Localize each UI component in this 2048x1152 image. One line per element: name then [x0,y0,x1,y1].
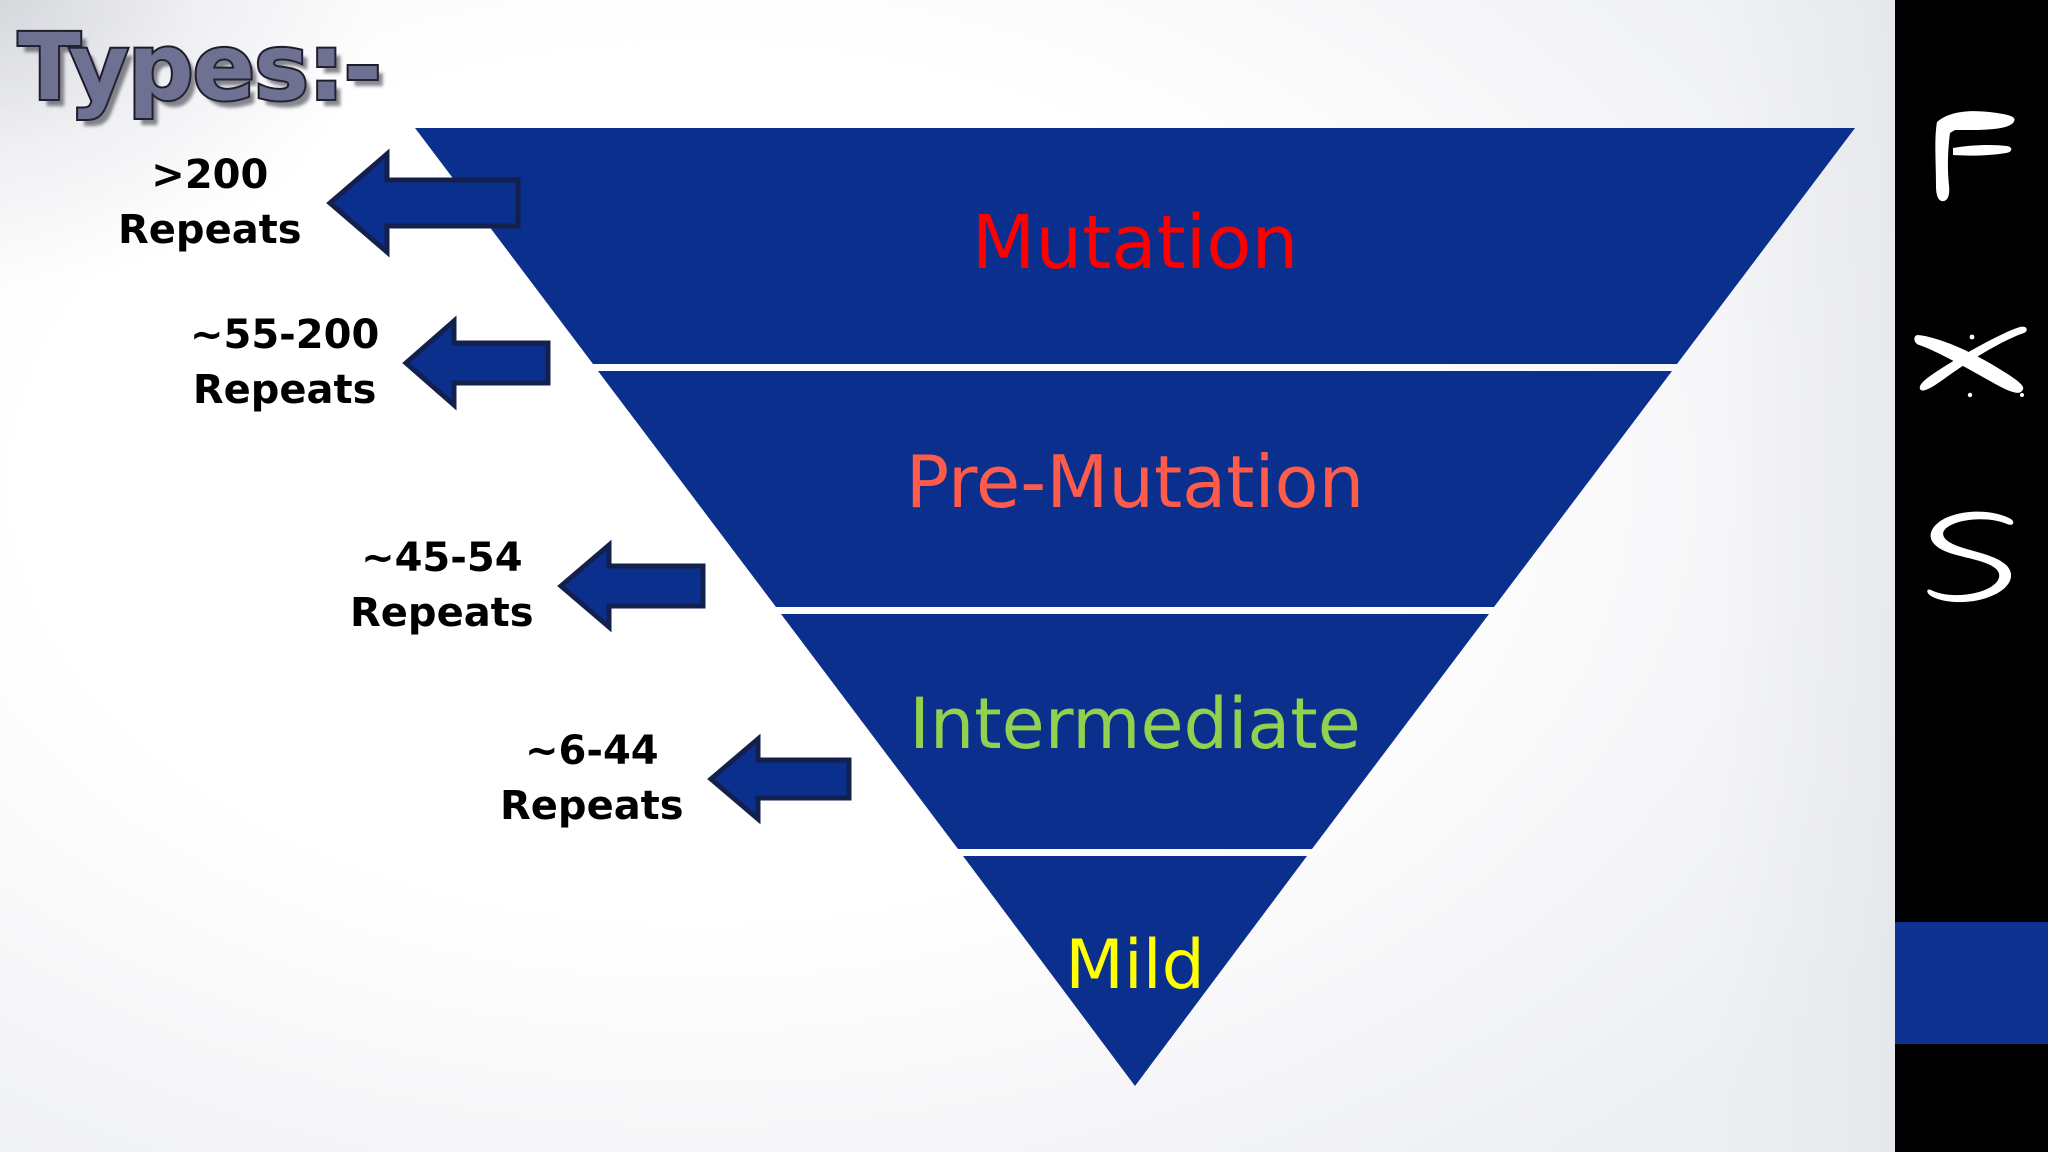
rail-letter-x-icon [1895,300,2048,430]
callout-repeats-unit: Repeats [500,783,684,830]
callout-text-mild: ~6-44 Repeats [500,724,684,834]
callout-repeats-unit: Repeats [350,590,534,637]
rail-accent-bar [1895,922,2048,1044]
callout-repeats-value: ~45-54 [361,535,523,581]
arrow-left-icon [556,539,706,633]
callout-repeats-value: ~55-200 [190,312,380,358]
callout-repeats-value: >200 [151,151,269,198]
callout-mutation: >200 Repeats [118,146,524,260]
callout-text-pre-mutation: ~55-200 Repeats [190,308,379,418]
pyramid-band-pre-mutation[interactable] [598,371,1672,607]
arrow-left-icon [325,148,521,258]
arrow-left-icon [706,733,852,825]
callout-mild: ~6-44 Repeats [500,724,854,834]
rail-letter-f-icon [1895,95,2048,225]
pyramid-band-mild[interactable] [963,856,1307,1086]
arrow-left-icon [402,315,551,411]
callout-repeats-unit: Repeats [118,207,302,253]
callout-text-mutation: >200 Repeats [118,148,302,258]
callout-text-intermediate: ~45-54 Repeats [350,531,534,641]
right-rail [1895,0,2048,1152]
callout-repeats-unit: Repeats [192,367,377,414]
rail-letter-s-icon [1895,495,2048,625]
page-title: Types:- [16,12,384,123]
callout-pre-mutation: ~55-200 Repeats [190,308,553,418]
callout-intermediate: ~45-54 Repeats [350,531,708,641]
pyramid-band-mutation[interactable] [415,128,1855,364]
callout-repeats-value: ~6-44 [525,728,659,774]
